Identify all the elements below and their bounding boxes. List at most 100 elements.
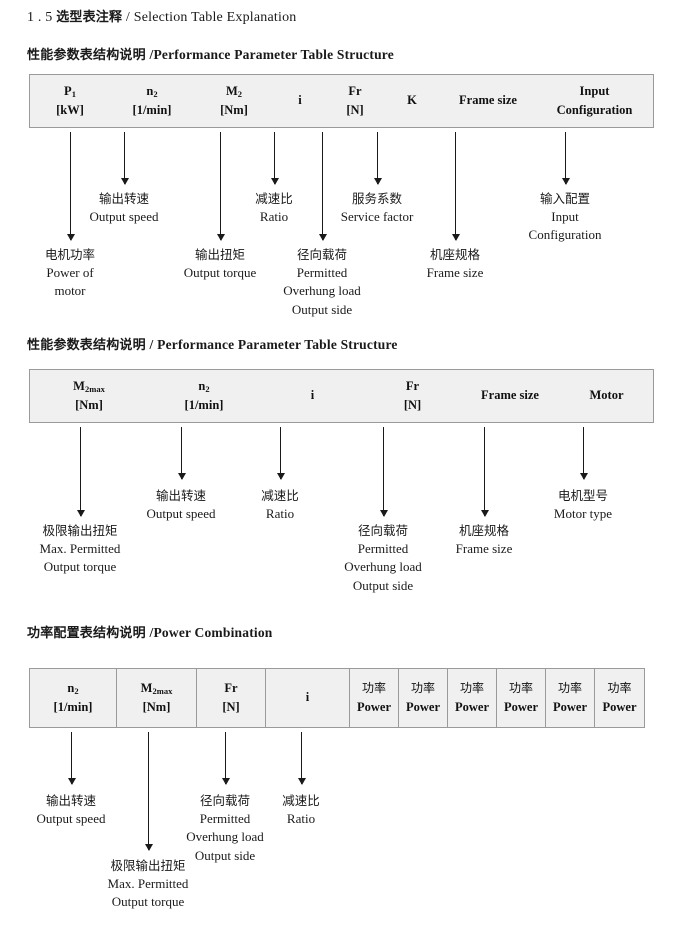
callout-table3-output-speed-en: Output speed: [36, 810, 106, 826]
arrow-table3-m2max: [144, 732, 153, 851]
table3-col-n2: n2 [1/min]: [30, 669, 116, 727]
arrow-table3-n2: [67, 732, 76, 785]
table1-col-i-symbol: i: [298, 93, 302, 108]
callout-table1-input-configuration-cn: 输入配置: [539, 191, 590, 206]
callout-table1-ratio: 减速比 Ratio: [255, 190, 293, 226]
callout-table1-output-torque-en: Output torque: [183, 264, 257, 280]
callout-table1-output-speed: 输出转速 Output speed: [90, 190, 159, 226]
callout-table2-overhung-load-en2: Overhung load: [344, 559, 422, 575]
table3-col-power-4: 功率 Power: [496, 669, 545, 727]
table2-col-fr-unit: [N]: [403, 398, 422, 412]
callout-table2-overhung-load: 径向载荷 Permitted Overhung load Output side: [344, 522, 422, 595]
callout-table3-ratio: 减速比 Ratio: [282, 792, 320, 828]
table3-col-power-4-en: Power: [503, 699, 538, 714]
table2-col-frame-size: Frame size: [460, 370, 560, 422]
block1-heading: 性能参数表结构说明 /Performance Parameter Table S…: [27, 44, 394, 64]
callout-table2-frame-size: 机座规格 Frame size: [456, 522, 513, 558]
block2-heading-en: Performance Parameter Table Structure: [157, 337, 398, 352]
arrow-table2-n2: [177, 427, 186, 480]
arrow-table2-m2max: [76, 427, 85, 517]
block2-heading-sep: /: [149, 337, 154, 352]
callout-table1-output-torque-cn: 输出扭矩: [194, 247, 246, 262]
table3-col-n2-symbol: n: [67, 680, 75, 695]
callout-table3-overhung-load-en3: Output side: [194, 847, 256, 863]
callout-table1-overhung-load-en3: Output side: [291, 301, 353, 317]
table3-col-power-6: 功率 Power: [594, 669, 644, 727]
table3-col-power-3: 功率 Power: [447, 669, 496, 727]
callout-table2-output-speed: 输出转速 Output speed: [147, 487, 216, 523]
callout-table1-frame-size-en: Frame size: [426, 264, 484, 280]
table3-col-m2max-symbol: M: [140, 680, 153, 695]
callout-table2-motor-type: 电机型号 Motor type: [554, 487, 612, 523]
page-title: 1 . 5 选型表注释 / Selection Table Explanatio…: [27, 6, 297, 26]
arrow-table1-n2: [120, 132, 129, 185]
block1-heading-en: Performance Parameter Table Structure: [153, 47, 394, 62]
callout-table3-overhung-load-en2: Overhung load: [186, 829, 264, 845]
arrow-table1-p1: [66, 132, 75, 241]
callout-table2-overhung-load-en3: Output side: [352, 577, 414, 593]
table2-col-m2max-symbol: M: [73, 378, 85, 393]
table1-col-p1: P1 [kW]: [30, 75, 110, 127]
table2-col-frame-size-symbol: Frame size: [481, 388, 539, 403]
table1-col-fr-symbol: Fr: [348, 83, 362, 98]
block3-heading-cn: 功率配置表结构说明: [27, 626, 146, 641]
table1-col-fr: Fr [N]: [326, 75, 384, 127]
table3-col-n2-unit: [1/min]: [53, 700, 93, 714]
arrow-table2-frame-size: [480, 427, 489, 517]
block2-heading: 性能参数表结构说明 / Performance Parameter Table …: [27, 334, 398, 354]
callout-table2-frame-size-cn: 机座规格: [458, 523, 510, 538]
table3-col-power-1-cn: 功率: [361, 681, 386, 696]
table3-col-fr-unit: [N]: [222, 700, 240, 714]
arrow-table2-motor: [579, 427, 588, 480]
callout-table2-ratio-en: Ratio: [265, 505, 295, 521]
section-separator: /: [125, 10, 131, 25]
callout-table2-motor-type-en: Motor type: [553, 505, 613, 521]
block2-heading-cn: 性能参数表结构说明: [27, 338, 146, 353]
callout-table3-max-output-torque-en2: Output torque: [111, 894, 185, 910]
callout-table3-overhung-load-cn: 径向载荷: [199, 793, 250, 808]
callout-table1-ratio-cn: 减速比: [255, 191, 293, 206]
performance-parameter-table-1: P1 [kW] n2 [1/min] M2 [Nm] i Fr [N] K Fr…: [29, 74, 654, 128]
table2-col-n2-symbol: n: [198, 378, 206, 393]
table3-col-power-2-en: Power: [405, 699, 440, 714]
callout-table1-output-speed-cn: 输出转速: [98, 191, 149, 206]
arrow-table2-i: [276, 427, 285, 480]
table2-col-i: i: [260, 370, 365, 422]
block3-heading-en: Power Combination: [153, 625, 273, 640]
table3-col-i: i: [265, 669, 349, 727]
callout-table3-max-output-torque: 极限输出扭矩 Max. Permitted Output torque: [108, 857, 189, 912]
callout-table3-overhung-load: 径向载荷 Permitted Overhung load Output side: [186, 792, 264, 865]
table3-col-power-5-en: Power: [552, 699, 587, 714]
table2-col-m2max: M2max [Nm]: [30, 370, 148, 422]
arrow-table1-fr: [318, 132, 327, 241]
section-title-cn: 选型表注释: [56, 10, 123, 25]
table1-col-input-configuration-line1: Input: [579, 83, 610, 98]
table2-col-motor-symbol: Motor: [589, 388, 624, 403]
table3-col-m2max-unit: [Nm]: [142, 700, 171, 714]
table1-col-k-symbol: K: [407, 93, 417, 108]
callout-table3-output-speed: 输出转速 Output speed: [37, 792, 106, 828]
table3-col-power-2: 功率 Power: [398, 669, 447, 727]
callout-table1-overhung-load: 径向载荷 Permitted Overhung load Output side: [283, 246, 361, 319]
callout-table2-overhung-load-en1: Permitted: [357, 540, 409, 556]
table3-col-power-3-en: Power: [454, 699, 489, 714]
table1-col-n2: n2 [1/min]: [110, 75, 194, 127]
callout-table2-max-output-torque-cn: 极限输出扭矩: [42, 523, 118, 538]
table1-col-input-configuration: Input Configuration: [536, 75, 653, 127]
callout-table2-output-speed-cn: 输出转速: [155, 488, 206, 503]
power-combination-table: n2 [1/min] M2max [Nm] Fr [N] i 功率 Power …: [29, 668, 645, 728]
block1-heading-sep: /: [149, 47, 154, 62]
callout-table1-power-of-motor-en2: motor: [54, 283, 86, 299]
table2-col-i-symbol: i: [310, 388, 315, 403]
table3-col-n2-subscript: 2: [74, 686, 79, 696]
callout-table1-power-of-motor-en1: Power of: [46, 264, 94, 280]
callout-table1-service-factor-en: Service factor: [340, 208, 414, 224]
callout-table1-power-of-motor: 电机功率 Power of motor: [45, 246, 95, 301]
arrow-table2-fr: [379, 427, 388, 517]
table3-col-power-5: 功率 Power: [545, 669, 594, 727]
table1-col-frame-size: Frame size: [440, 75, 536, 127]
callout-table2-max-output-torque-en2: Output torque: [43, 559, 117, 575]
table2-col-n2-subscript: 2: [205, 384, 210, 394]
table2-col-fr: Fr [N]: [365, 370, 460, 422]
table3-col-power-5-cn: 功率: [557, 681, 582, 696]
